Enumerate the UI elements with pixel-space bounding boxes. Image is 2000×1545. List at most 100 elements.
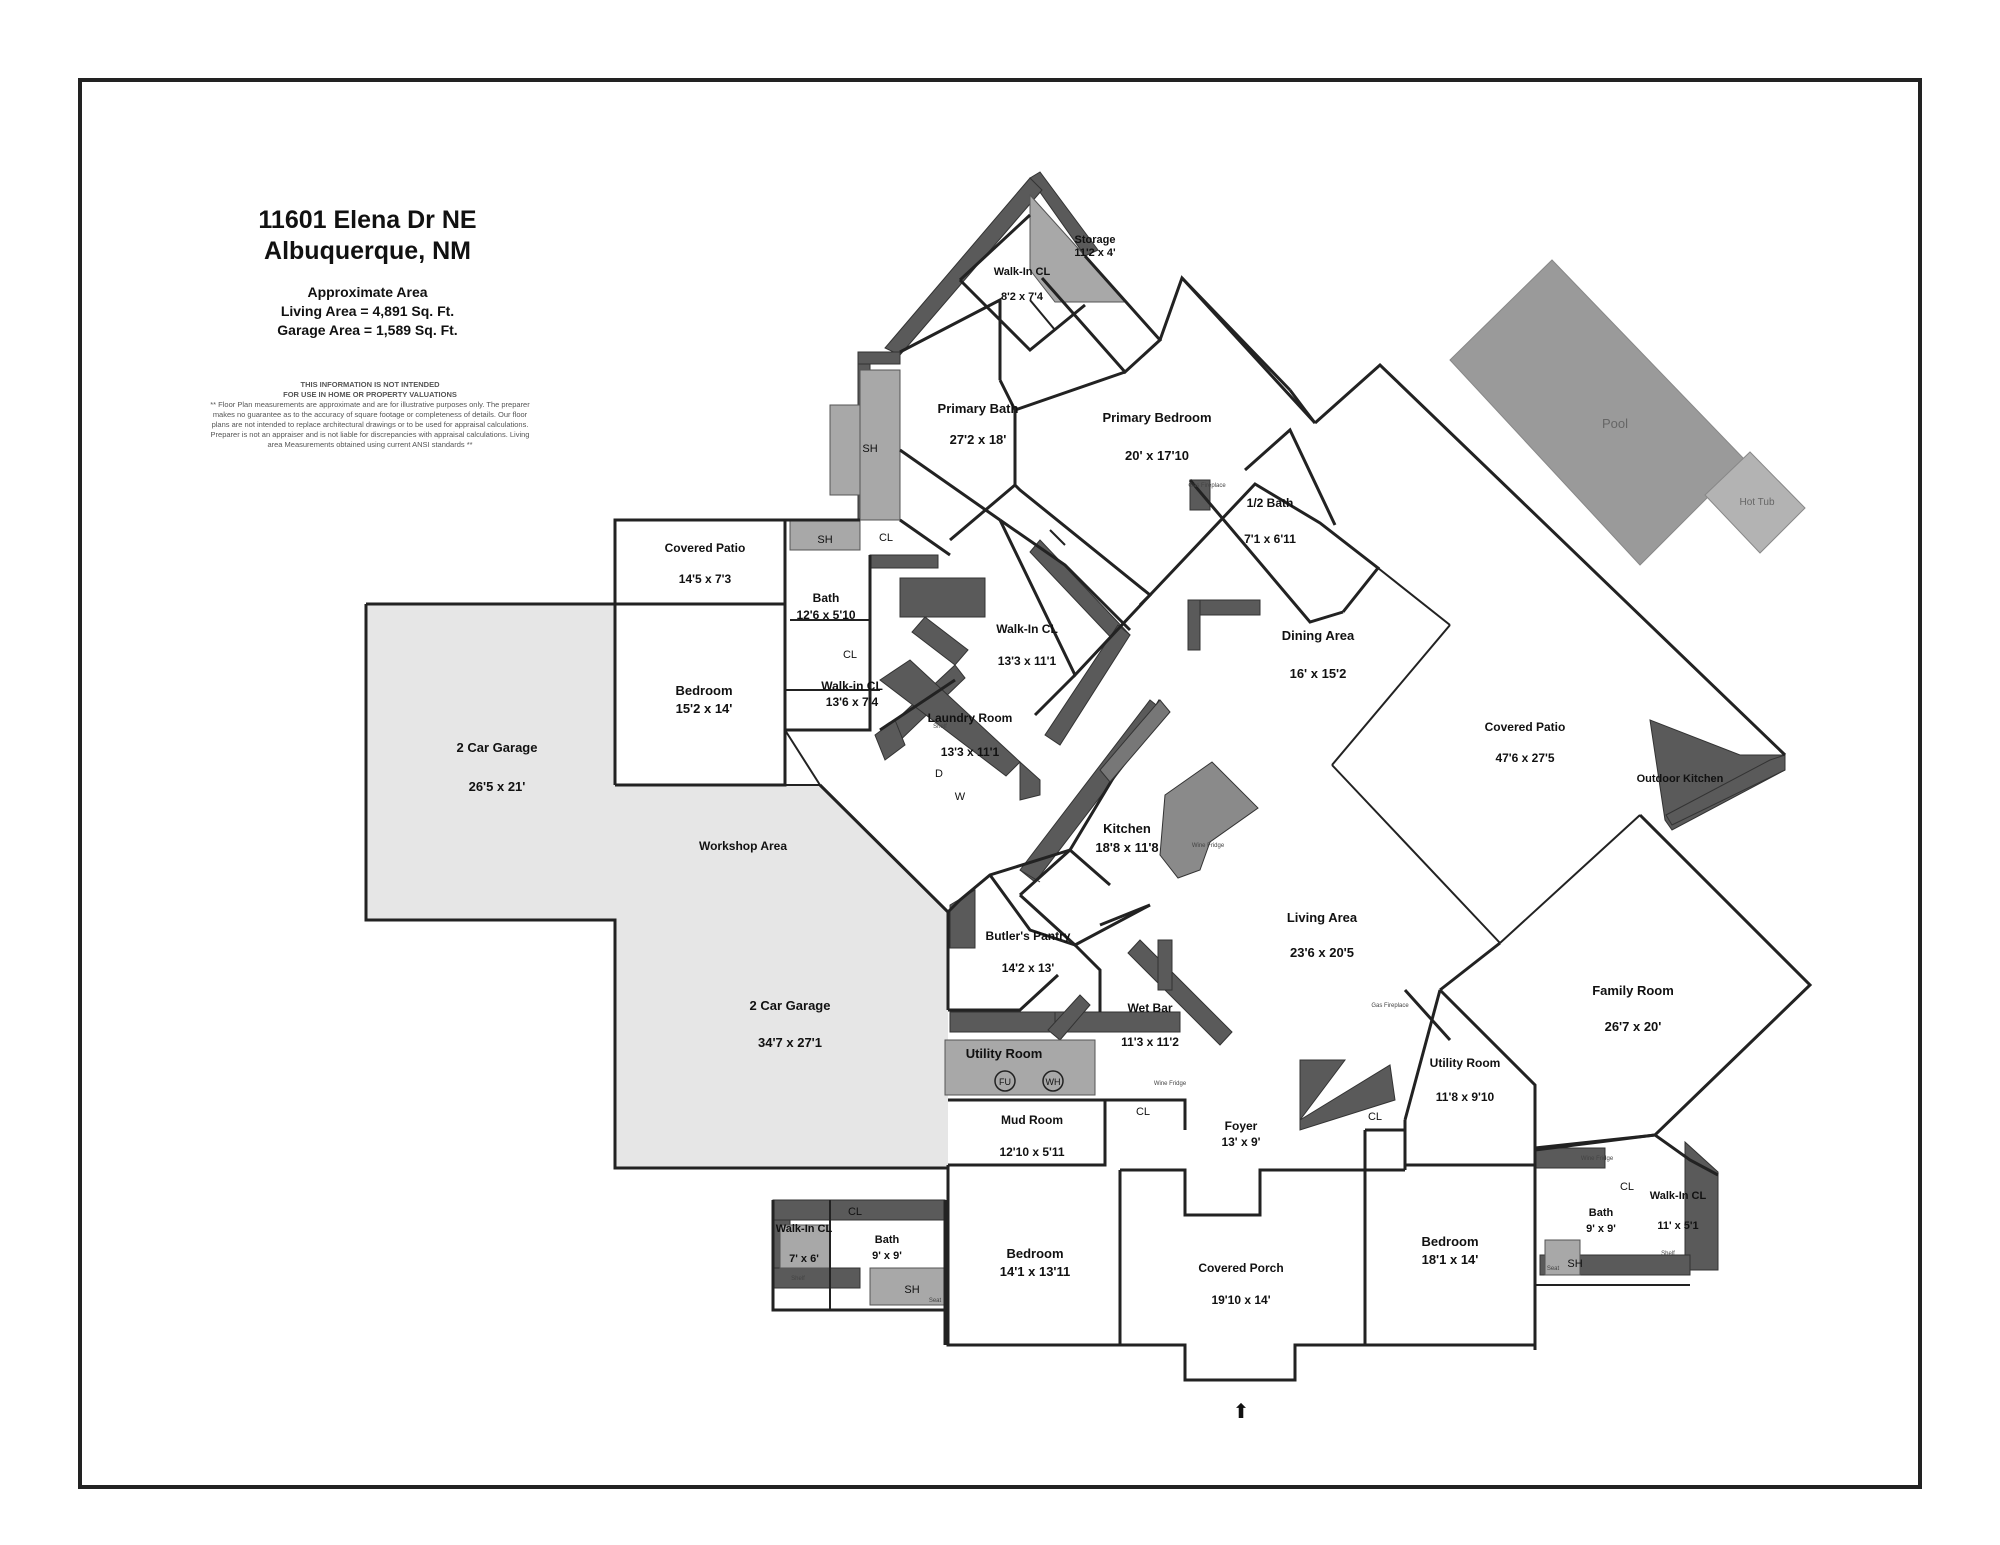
room-laundry: Laundry Room 13'3 x 11'1 xyxy=(928,711,1013,759)
room-living: Living Area 23'6 x 20'5 xyxy=(1287,910,1358,960)
svg-text:Utility Room: Utility Room xyxy=(966,1046,1043,1061)
svg-text:27'2 x 18': 27'2 x 18' xyxy=(950,432,1007,447)
seat-label: Seat xyxy=(929,1298,942,1304)
svg-text:20' x 17'10: 20' x 17'10 xyxy=(1125,448,1189,463)
svg-text:7'1 x 6'11: 7'1 x 6'11 xyxy=(1244,532,1296,546)
svg-text:Walk-In CL: Walk-In CL xyxy=(776,1223,833,1235)
gas-fireplace-label: Gas Fireplace xyxy=(1188,483,1226,489)
svg-text:Covered Patio: Covered Patio xyxy=(1485,720,1566,734)
svg-text:2 Car Garage: 2 Car Garage xyxy=(750,998,831,1013)
svg-text:Foyer: Foyer xyxy=(1225,1119,1258,1133)
wine-fridge-label: Wine Fridge xyxy=(1581,1156,1614,1162)
wall xyxy=(1534,1133,1719,1177)
svg-text:Storage: Storage xyxy=(1075,234,1116,246)
sh-label: SH xyxy=(904,1284,919,1296)
wall xyxy=(1299,1059,1346,1122)
svg-text:14'1 x 13'11: 14'1 x 13'11 xyxy=(1000,1264,1071,1279)
wall xyxy=(857,351,901,365)
room-primary-bath: Primary Bath 27'2 x 18' xyxy=(938,401,1019,447)
svg-text:18'8 x 11'8: 18'8 x 11'8 xyxy=(1095,840,1158,855)
room-covered-patio-large: Covered Patio 47'6 x 27'5 xyxy=(1485,720,1566,765)
svg-text:Covered Patio: Covered Patio xyxy=(665,541,746,555)
room-bedroom-1: Bedroom 15'2 x 14' xyxy=(675,683,732,716)
room-walkin-cl-2: Walk-In CL 13'3 x 11'1 xyxy=(996,622,1058,668)
svg-text:Bedroom: Bedroom xyxy=(675,683,732,698)
wall xyxy=(949,1011,1056,1033)
wall xyxy=(1684,1140,1719,1271)
svg-text:47'6 x 27'5: 47'6 x 27'5 xyxy=(1495,751,1554,765)
svg-text:Butler's Pantry: Butler's Pantry xyxy=(986,929,1071,943)
room-covered-porch: Covered Porch 19'10 x 14' xyxy=(1198,1261,1283,1307)
sh-label: SH xyxy=(1567,1258,1582,1270)
header-block: 11601 Elena Dr NE Albuquerque, NM Approx… xyxy=(200,205,535,340)
room-utility-2: Utility Room 11'8 x 9'10 xyxy=(1430,1056,1501,1104)
wine-fridge-label: Wine Fridge xyxy=(1192,843,1225,849)
room-wet-bar: Wet Bar 11'3 x 11'2 xyxy=(1121,1001,1179,1049)
walls xyxy=(364,213,1813,1382)
svg-text:Dining Area: Dining Area xyxy=(1282,628,1355,643)
room-outdoor-kitchen: Outdoor Kitchen xyxy=(1637,773,1724,785)
wall xyxy=(1069,848,1111,887)
svg-text:18'1 x 14': 18'1 x 14' xyxy=(1422,1252,1479,1267)
svg-text:1/2 Bath: 1/2 Bath xyxy=(1247,496,1294,510)
garage-area: Garage Area = 1,589 Sq. Ft. xyxy=(277,322,458,338)
room-labels: Storage 11'2 x 4' Walk-In CL 8'2 x 7'4 P… xyxy=(457,234,1724,1307)
svg-text:Wet Bar: Wet Bar xyxy=(1127,1001,1172,1015)
wall xyxy=(1157,939,1173,991)
wall xyxy=(958,278,1086,353)
pool-area: Pool Hot Tub xyxy=(1449,259,1806,566)
gas-fireplace-label: Gas Fireplace xyxy=(1371,1003,1409,1009)
svg-text:Primary Bedroom: Primary Bedroom xyxy=(1102,410,1211,425)
wall xyxy=(1099,903,1151,927)
hot-tub-label: Hot Tub xyxy=(1739,497,1774,508)
wall xyxy=(948,1098,1107,1167)
wall xyxy=(1019,869,1041,883)
wall xyxy=(783,555,872,732)
svg-text:16' x 15'2: 16' x 15'2 xyxy=(1290,666,1347,681)
svg-text:23'6 x 20'5: 23'6 x 20'5 xyxy=(1290,945,1354,960)
room-utility-1: Utility Room xyxy=(966,1046,1043,1061)
room-dining: Dining Area 16' x 15'2 xyxy=(1282,628,1355,681)
room-half-bath: 1/2 Bath 7'1 x 6'11 xyxy=(1244,496,1296,546)
cl-label: CL xyxy=(848,1206,862,1218)
svg-text:Laundry Room: Laundry Room xyxy=(928,711,1013,725)
wall xyxy=(946,1165,1122,1347)
svg-text:11' x 5'1: 11' x 5'1 xyxy=(1657,1220,1698,1232)
svg-text:Bath: Bath xyxy=(1589,1207,1614,1219)
wall xyxy=(1188,479,1344,624)
svg-text:12'10 x 5'11: 12'10 x 5'11 xyxy=(999,1145,1064,1159)
svg-text:Covered Porch: Covered Porch xyxy=(1198,1261,1283,1275)
svg-text:8'2 x 7'4: 8'2 x 7'4 xyxy=(1001,291,1044,303)
svg-text:7' x 6': 7' x 6' xyxy=(789,1253,819,1265)
wall xyxy=(771,1200,945,1312)
room-family: Family Room 26'7 x 20' xyxy=(1592,983,1674,1034)
room-walkin-cl-3: Walk-in CL 13'6 x 7'4 xyxy=(821,679,883,709)
wall xyxy=(1148,482,1381,613)
wall xyxy=(1019,760,1041,801)
dryer-label: D xyxy=(935,768,943,780)
bath-3-sh-fill xyxy=(1544,1239,1581,1276)
svg-text:Kitchen: Kitchen xyxy=(1103,821,1151,836)
wall xyxy=(899,448,1001,522)
room-workshop: Workshop Area xyxy=(699,839,787,853)
svg-text:Mud Room: Mud Room xyxy=(1001,1113,1063,1127)
wall xyxy=(1363,1130,1535,1347)
svg-text:15'2 x 14': 15'2 x 14' xyxy=(676,701,733,716)
garage-floors xyxy=(366,604,948,1168)
wall xyxy=(1044,624,1131,746)
svg-text:26'5 x 21': 26'5 x 21' xyxy=(469,779,526,794)
room-bedroom-2: Bedroom 14'1 x 13'11 xyxy=(1000,1246,1071,1279)
svg-text:2 Car Garage: 2 Car Garage xyxy=(457,740,538,755)
wall xyxy=(1033,673,1077,717)
wall xyxy=(949,483,1016,542)
disclaimer-heading-2: FOR USE IN HOME OR PROPERTY VALUATIONS xyxy=(283,390,457,399)
svg-text:Family Room: Family Room xyxy=(1592,983,1674,998)
wall xyxy=(1314,362,1787,757)
cl-label: CL xyxy=(1620,1181,1634,1193)
wall xyxy=(948,973,1060,1012)
living-area: Living Area = 4,891 Sq. Ft. xyxy=(280,303,455,319)
wall xyxy=(879,678,956,732)
furnace-label: FU xyxy=(999,1077,1011,1087)
wall xyxy=(899,297,1002,380)
wall xyxy=(999,518,1132,632)
